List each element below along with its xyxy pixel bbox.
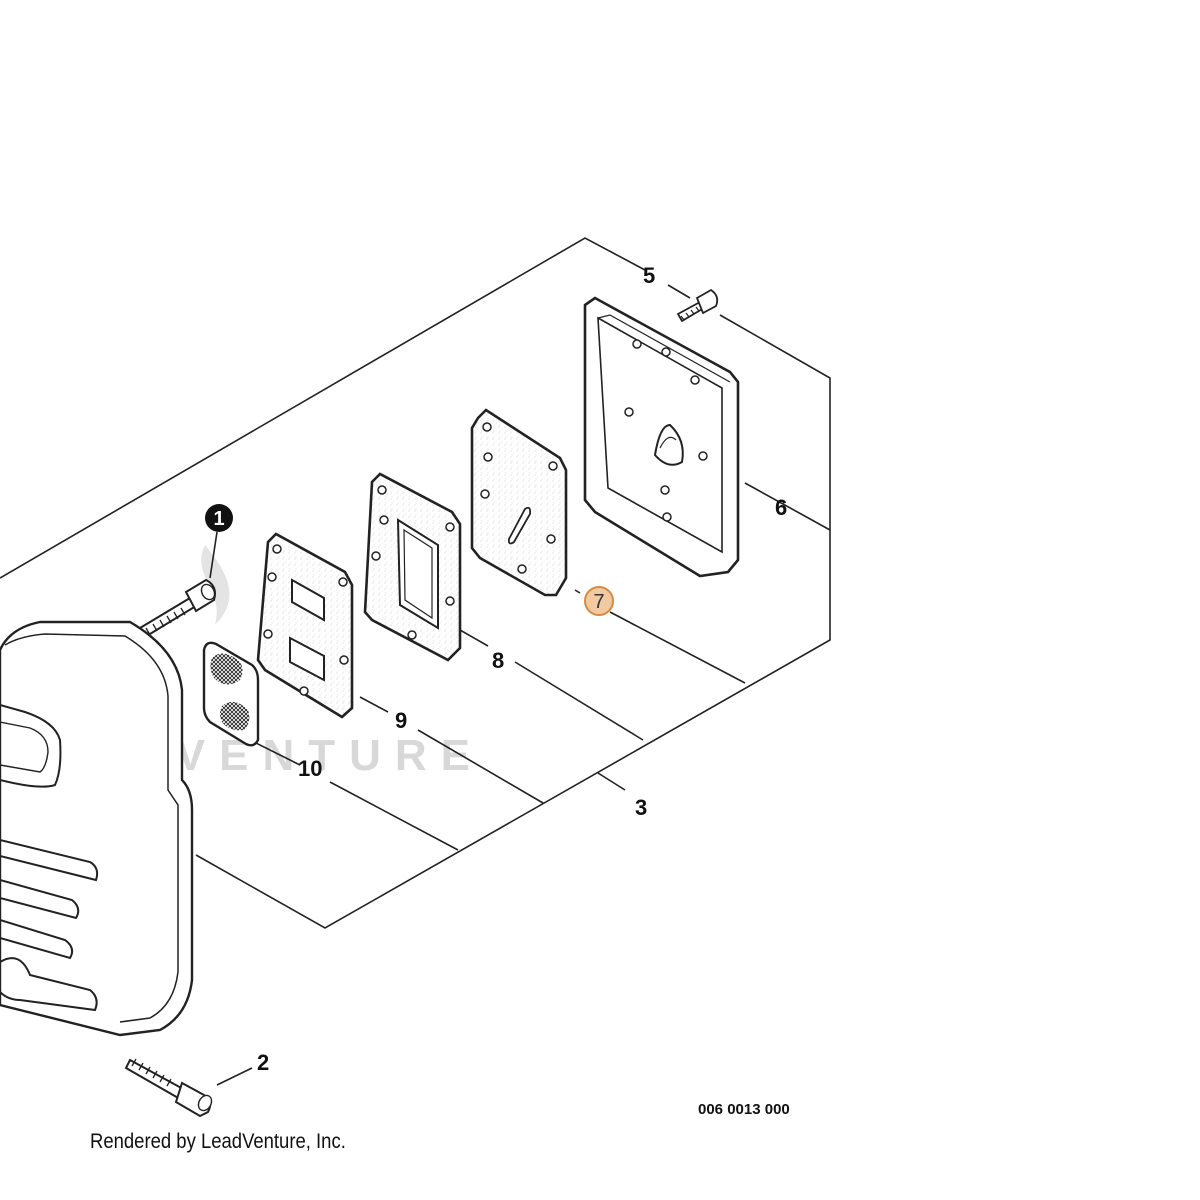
part-9-gasket[interactable] <box>256 532 354 719</box>
part-5-screw[interactable] <box>667 284 719 323</box>
callout-2[interactable]: 2 <box>257 1050 269 1075</box>
callout-10[interactable]: 10 <box>298 756 322 781</box>
assembly-bracket <box>0 237 831 929</box>
part-3-muffler[interactable] <box>0 620 194 1037</box>
callout-5[interactable]: 5 <box>643 263 655 288</box>
footer-credit: Rendered by LeadVenture, Inc. <box>90 1130 346 1153</box>
part-8-gasket[interactable] <box>363 472 462 662</box>
svg-text:1: 1 <box>213 508 224 530</box>
callout-7-highlighted[interactable]: 7 <box>584 586 614 616</box>
diagram-code: 006 0013 000 <box>698 1101 790 1118</box>
callout-3[interactable]: 3 <box>635 795 647 820</box>
svg-text:7: 7 <box>593 591 604 613</box>
callout-1[interactable]: 1 <box>205 504 233 532</box>
callout-9[interactable]: 9 <box>395 708 407 733</box>
part-6-cover-plate[interactable] <box>583 296 740 578</box>
callout-labels: 1 2 3 5 6 7 8 9 10 <box>205 263 787 1075</box>
part-10-screen[interactable] <box>202 641 260 747</box>
part-1-screw[interactable] <box>138 531 218 639</box>
callout-6[interactable]: 6 <box>775 495 787 520</box>
part-7-gasket[interactable] <box>470 408 568 597</box>
part-2-screw[interactable] <box>124 1058 253 1118</box>
callout-8[interactable]: 8 <box>492 648 504 673</box>
